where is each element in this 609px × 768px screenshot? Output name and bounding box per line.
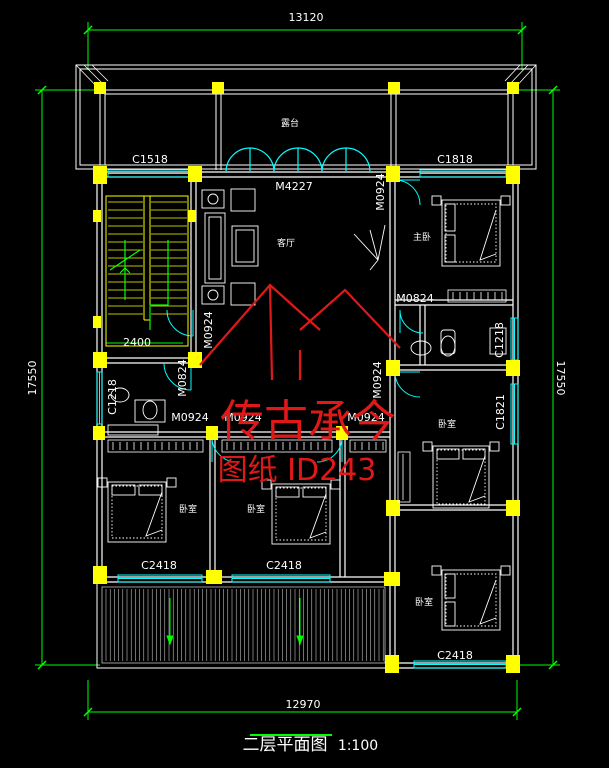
staircase (105, 195, 189, 347)
bed-frame (271, 483, 331, 545)
bed-fold (468, 455, 486, 503)
bed-frame (107, 481, 167, 543)
drawing-title: 二层平面图 (243, 735, 328, 755)
bed (422, 441, 500, 509)
opening-label-m0824-b: M0824 (176, 359, 189, 397)
watermark-id: 图纸 ID243 (218, 453, 377, 488)
opening-label-m0924-f: M0924 (347, 411, 385, 424)
bed (431, 195, 511, 267)
wardrobe (349, 439, 387, 453)
bed-quilt (436, 449, 486, 505)
bed-quilt (275, 487, 327, 541)
watermark-title: 传古承今 (220, 396, 396, 447)
dimension-top: 13120 (289, 11, 324, 24)
bed-frame (432, 445, 490, 509)
dimension-stair: 2400 (123, 336, 151, 349)
pillow (444, 601, 456, 627)
bed-frame (441, 569, 501, 631)
beds (97, 195, 511, 631)
bed (261, 479, 341, 545)
opening-label-m0924-e: M0924 (371, 361, 384, 399)
opening-label-m0924-a: M0924 (374, 173, 387, 211)
room-label-bedroom-left: 卧室 (179, 503, 197, 515)
dimension-left: 17550 (26, 361, 39, 396)
nightstand (489, 441, 500, 452)
pillow (444, 234, 456, 263)
wardrobe (107, 439, 204, 453)
lower-balcony-outline (96, 581, 391, 669)
bed-quilt (445, 573, 497, 627)
nightstand (166, 477, 177, 488)
opening-label-c1821: C1821 (494, 394, 507, 430)
lower-balcony-inner (101, 586, 386, 664)
opening-label-c1218-b: C1218 (106, 379, 119, 415)
pillow (462, 448, 486, 460)
nightstand (500, 195, 511, 206)
lower-balcony-stripes (105, 589, 384, 661)
opening-label-c2418-b: C2418 (266, 559, 302, 572)
nightstand (97, 477, 108, 488)
folding-door-m4227 (225, 147, 371, 173)
nightstand (500, 565, 511, 576)
room-label-balcony: 露台 (281, 117, 299, 129)
room-label-bedroom-center: 卧室 (247, 503, 265, 515)
nightstand (431, 195, 442, 206)
opening-label-m4227: M4227 (275, 180, 313, 193)
pillow (138, 484, 163, 496)
bed-quilt (111, 485, 163, 539)
sofa-set (201, 188, 259, 306)
wardrobes (107, 289, 507, 503)
pillow (444, 573, 456, 599)
opening-label-c2418-c: C2418 (437, 649, 473, 662)
room-label-living: 客厅 (277, 237, 295, 249)
wardrobe (447, 289, 507, 303)
pillow (436, 448, 460, 460)
pillow (111, 484, 136, 496)
opening-label-c1518: C1518 (132, 153, 168, 166)
room-label-master-bedroom: 主卧 (413, 231, 431, 243)
tv-cabinet (353, 224, 386, 271)
dimension-right: 17550 (554, 361, 567, 396)
bed-fold (145, 491, 163, 537)
opening-label-m0924-b: M0924 (202, 311, 215, 349)
bed-fold (479, 579, 497, 625)
structural-columns (93, 82, 520, 673)
balcony-hatch (75, 64, 537, 91)
bed-quilt (445, 203, 497, 263)
pillow (444, 203, 456, 232)
opening-label-m0924-c: M0924 (171, 411, 209, 424)
nightstand (330, 479, 341, 490)
dimension-bottom: 12970 (286, 698, 321, 711)
room-label-bedroom-right-bottom: 卧室 (415, 596, 433, 608)
bed (431, 565, 511, 631)
stair-treads (108, 201, 187, 315)
pillow (275, 486, 300, 498)
drawing-scale: 1:100 (338, 738, 378, 754)
bed-fold (309, 493, 327, 539)
bath-fixtures (107, 327, 507, 436)
opening-label-m0824-a: M0824 (396, 292, 434, 305)
dimension-ticks (37, 25, 558, 717)
bed-frame (441, 199, 501, 267)
pillow (302, 486, 327, 498)
drain-arrows (166, 598, 304, 646)
bed (97, 477, 177, 543)
opening-label-c1218-a: C1218 (493, 322, 506, 358)
room-label-bedroom-right-mid: 卧室 (438, 418, 456, 430)
watermark-roof-logo (199, 283, 401, 381)
nightstand (431, 565, 442, 576)
opening-label-m0924-d: M0924 (224, 411, 262, 424)
stair-arrow (109, 240, 169, 330)
balcony-railing (75, 64, 537, 170)
wardrobe (397, 451, 411, 503)
bed-fold (479, 209, 497, 261)
opening-label-c1818: C1818 (437, 153, 473, 166)
nightstand (422, 441, 433, 452)
opening-label-c2418-a: C2418 (141, 559, 177, 572)
wardrobe (221, 439, 333, 453)
nightstand (261, 479, 272, 490)
